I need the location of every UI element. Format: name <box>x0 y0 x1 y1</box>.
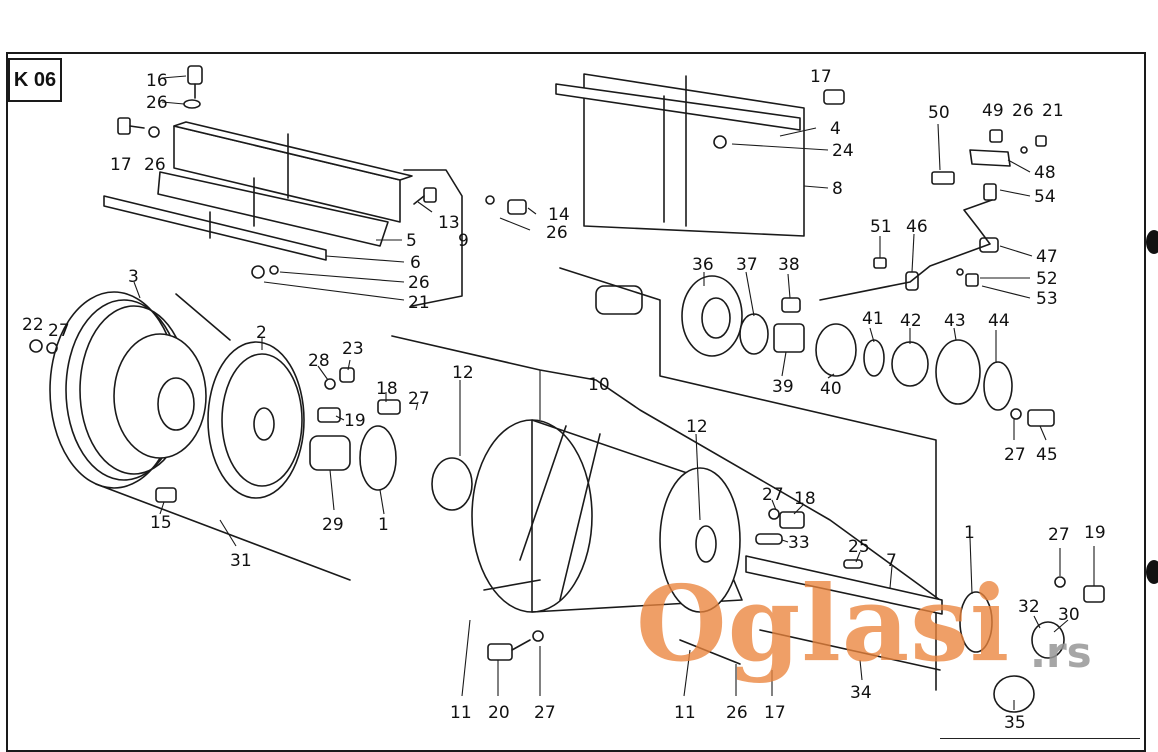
callout-number: 17 <box>810 67 832 87</box>
callout-number: 26 <box>408 273 430 293</box>
callout-number: 23 <box>342 339 364 359</box>
callout-number: 3 <box>128 267 139 287</box>
page-bullet-marker <box>1146 230 1158 254</box>
sensor-bracket <box>819 129 1047 301</box>
callout-number: 40 <box>820 379 842 399</box>
callout-number: 10 <box>588 375 610 395</box>
callout-number: 1 <box>378 515 389 535</box>
callout-number: 43 <box>944 311 966 331</box>
callout-number: 38 <box>778 255 800 275</box>
callout-number: 52 <box>1036 269 1058 289</box>
callout-number: 2 <box>256 323 267 343</box>
callout-number: 35 <box>1004 713 1026 733</box>
callout-number: 27 <box>534 703 556 723</box>
callout-number: 36 <box>692 255 714 275</box>
drive-shaft <box>487 508 1105 713</box>
callout-number: 31 <box>230 551 252 571</box>
callout-number: 39 <box>772 377 794 397</box>
callout-number: 20 <box>488 703 510 723</box>
callout-number: 29 <box>322 515 344 535</box>
bearing-stack <box>559 267 1055 691</box>
callout-number: 28 <box>308 351 330 371</box>
watermark-tld: .rs <box>1030 628 1092 677</box>
callout-number: 7 <box>886 551 897 571</box>
callout-number: 26 <box>546 223 568 243</box>
watermark-brand: Oglasi <box>636 562 1011 685</box>
callout-number: 48 <box>1034 163 1056 183</box>
callout-number: 37 <box>736 255 758 275</box>
callout-number: 24 <box>832 141 854 161</box>
callout-number: 27 <box>48 321 70 341</box>
small-pulley <box>155 341 473 511</box>
callout-number: 27 <box>762 485 784 505</box>
callout-number: 6 <box>410 253 421 273</box>
callout-number: 27 <box>1048 525 1070 545</box>
sheet-bottom-code <box>940 738 1140 747</box>
callout-number: 47 <box>1036 247 1058 267</box>
callout-number: 51 <box>870 217 892 237</box>
callout-number: 19 <box>344 411 366 431</box>
callout-number: 1 <box>964 523 975 543</box>
callout-number: 53 <box>1036 289 1058 309</box>
callout-number: 17 <box>110 155 132 175</box>
callout-number: 9 <box>458 231 469 251</box>
callout-number: 26 <box>1012 101 1034 121</box>
callout-number: 4 <box>830 119 841 139</box>
callout-number: 14 <box>548 205 570 225</box>
callout-number: 26 <box>144 155 166 175</box>
side-board-assembly <box>103 65 527 307</box>
callout-number: 25 <box>848 537 870 557</box>
callout-number: 45 <box>1036 445 1058 465</box>
callout-number: 30 <box>1058 605 1080 625</box>
callout-number: 26 <box>726 703 748 723</box>
callout-number: 21 <box>1042 101 1064 121</box>
callout-number: 26 <box>146 93 168 113</box>
callout-number: 8 <box>832 179 843 199</box>
callout-number: 16 <box>146 71 168 91</box>
callout-number: 5 <box>406 231 417 251</box>
callout-number: 17 <box>764 703 786 723</box>
callout-number: 18 <box>376 379 398 399</box>
callout-number: 12 <box>452 363 474 383</box>
callout-number: 46 <box>906 217 928 237</box>
callout-number: 21 <box>408 293 430 313</box>
callout-number: 44 <box>988 311 1010 331</box>
callout-number: 42 <box>900 311 922 331</box>
callout-number: 27 <box>408 389 430 409</box>
drum <box>391 335 941 613</box>
page-bullet-marker <box>1146 560 1158 584</box>
cover-plate <box>555 73 845 237</box>
callout-number: 11 <box>674 703 696 723</box>
callout-number: 13 <box>438 213 460 233</box>
large-pulley <box>29 291 351 581</box>
callout-number: 12 <box>686 417 708 437</box>
callout-number: 15 <box>150 513 172 533</box>
leader-lines <box>133 75 1095 710</box>
callout-number: 41 <box>862 309 884 329</box>
callout-number: 22 <box>22 315 44 335</box>
callout-number: 19 <box>1084 523 1106 543</box>
callout-number: 34 <box>850 683 872 703</box>
callout-number: 50 <box>928 103 950 123</box>
callout-number: 54 <box>1034 187 1056 207</box>
sheet-code: K 06 <box>8 58 62 102</box>
callout-number: 32 <box>1018 597 1040 617</box>
callout-number: 49 <box>982 101 1004 121</box>
callout-number: 27 <box>1004 445 1026 465</box>
callout-number: 33 <box>788 533 810 553</box>
callout-number: 11 <box>450 703 472 723</box>
callout-number: 18 <box>794 489 816 509</box>
